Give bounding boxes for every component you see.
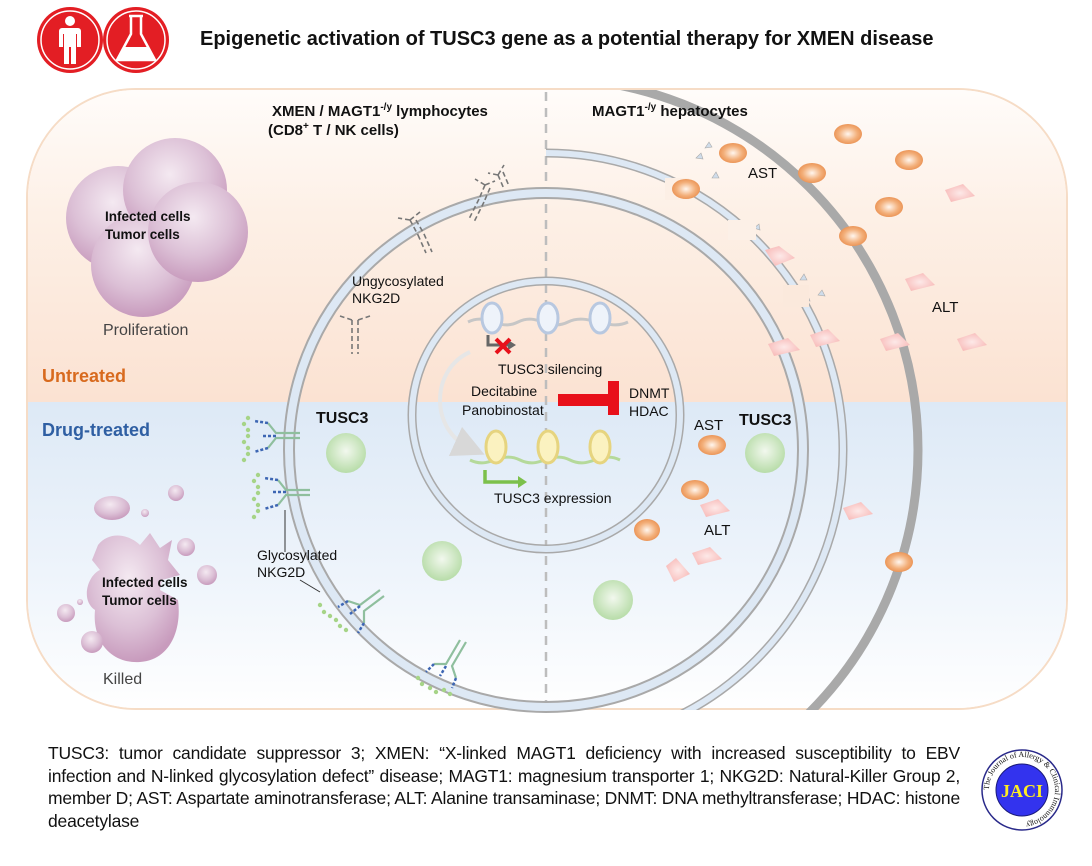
alt-label-untreated: ALT <box>932 299 959 316</box>
figure-title: Epigenetic activation of TUSC3 gene as a… <box>200 28 934 50</box>
active-chromatin <box>469 429 621 465</box>
activation-curve-arrow <box>438 350 485 456</box>
flask-icon <box>103 7 169 73</box>
target-hdac: HDAC <box>629 403 669 419</box>
treated-target-label-2: Tumor cells <box>102 593 177 608</box>
glycan-branches <box>241 415 453 697</box>
active-promoter-arrow <box>483 470 519 484</box>
untreated-label: Untreated <box>42 366 127 386</box>
person-icon <box>37 7 103 73</box>
drug-panobinostat: Panobinostat <box>462 402 544 418</box>
lymphocytes-column-title: XMEN / MAGT1-/y lymphocytes <box>272 102 488 120</box>
glycosylated-nkg2d <box>267 422 467 679</box>
abbreviations-footnote: TUSC3: tumor candidate suppressor 3; XME… <box>48 743 960 831</box>
glycosylated-label-2: NKG2D <box>257 564 306 580</box>
treated-target-label-1: Infected cells <box>102 575 188 590</box>
untreated-target-label-1: Infected cells <box>105 209 191 224</box>
glycosylated-label-1: Glycosylated <box>257 547 338 563</box>
alt-enzymes <box>666 184 987 582</box>
killed-target-cell <box>57 485 217 663</box>
ast-enzymes <box>634 124 923 572</box>
lymphocyte-tusc3-label: TUSC3 <box>316 410 369 427</box>
untreated-target-cells <box>66 138 248 317</box>
inhibition-bar <box>558 394 610 406</box>
ast-label-untreated: AST <box>748 165 778 182</box>
ast-label-treated: AST <box>694 417 724 434</box>
jaci-journal-logo: The Journal of Allergy & Clinical Immuno… <box>981 749 1063 831</box>
alt-label-treated: ALT <box>704 522 731 539</box>
target-dnmt: DNMT <box>629 385 670 401</box>
unglycosylated-label-1: Ungycosylated <box>352 273 444 289</box>
untreated-target-label-2: Tumor cells <box>105 227 180 242</box>
proliferation-caption: Proliferation <box>103 322 189 339</box>
unglycosylated-nkg2d <box>339 164 510 354</box>
hepatocyte-tusc3-label: TUSC3 <box>739 412 792 429</box>
silenced-chromatin <box>467 301 629 335</box>
lymphocytes-column-subtitle: (CD8+ T / NK cells) <box>268 121 399 139</box>
tusc3-silencing-label: TUSC3 silencing <box>498 361 603 377</box>
tusc3-protein <box>326 433 785 620</box>
tusc3-expression-label: TUSC3 expression <box>494 490 612 506</box>
logo-text: JACI <box>1001 781 1043 801</box>
blocked-x-icon <box>494 337 512 355</box>
drug-decitabine: Decitabine <box>471 383 538 399</box>
killed-caption: Killed <box>103 671 143 688</box>
unglycosylated-label-2: NKG2D <box>352 290 401 306</box>
hepatocytes-column-title: MAGT1-/y hepatocytes <box>592 102 748 120</box>
inhibition-cap <box>608 381 619 415</box>
hepatocyte-membrane <box>619 90 923 710</box>
drug-treated-label: Drug-treated <box>42 420 151 440</box>
glycan-chains <box>253 419 458 689</box>
